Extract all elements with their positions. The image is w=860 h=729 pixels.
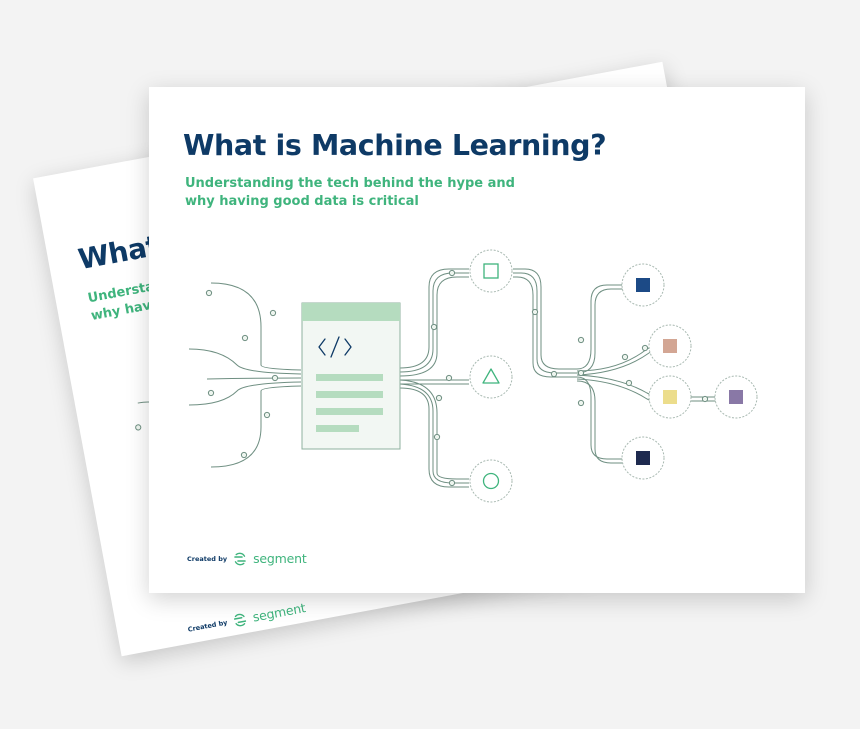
data-point-dot bbox=[445, 374, 453, 382]
data-point-dot bbox=[621, 353, 629, 361]
page-subtitle: Understanding the tech behind the hype a… bbox=[185, 175, 515, 211]
data-point-dot bbox=[263, 411, 271, 419]
navy-square-icon bbox=[636, 278, 650, 292]
connector-line bbox=[576, 376, 623, 460]
connector-line bbox=[399, 268, 469, 369]
data-point-dot bbox=[531, 308, 539, 316]
connector-line bbox=[576, 348, 656, 376]
ml-pipeline-diagram bbox=[188, 249, 758, 503]
code-box bbox=[301, 302, 401, 450]
input-line bbox=[210, 385, 302, 468]
data-point-dot bbox=[448, 479, 456, 487]
rose-square-icon bbox=[663, 339, 677, 353]
back-page-dot bbox=[135, 424, 142, 431]
data-point-dot bbox=[241, 334, 249, 342]
code-brackets-icon bbox=[318, 336, 352, 358]
code-box-header bbox=[302, 303, 400, 321]
brand-name: segment bbox=[253, 551, 307, 566]
connector-line bbox=[576, 378, 656, 404]
circle-node bbox=[469, 459, 513, 503]
code-line-bar bbox=[316, 374, 383, 381]
connector-line bbox=[513, 268, 577, 370]
code-line-bar bbox=[316, 391, 383, 398]
credit-line: Created by segment bbox=[187, 551, 307, 566]
credit-label: Created by bbox=[187, 554, 228, 563]
data-point-dot bbox=[430, 323, 438, 331]
input-line bbox=[188, 381, 302, 406]
data-point-dot bbox=[550, 370, 558, 378]
data-point-dot bbox=[701, 395, 709, 403]
connector-line bbox=[576, 284, 623, 370]
triangle-shape-icon bbox=[482, 368, 500, 384]
triangle-node bbox=[469, 355, 513, 399]
data-point-dot bbox=[577, 369, 585, 377]
data-point-dot bbox=[207, 389, 215, 397]
data-point-dot bbox=[448, 269, 456, 277]
connector-line bbox=[513, 272, 577, 374]
dark-square-icon bbox=[636, 451, 650, 465]
data-point-dot bbox=[269, 309, 277, 317]
segment-logo-icon bbox=[233, 613, 247, 626]
connector-line bbox=[576, 374, 656, 398]
connector-line bbox=[399, 383, 469, 484]
back-page-credit: Created by segment bbox=[186, 600, 307, 637]
page-subtitle-line2: why having good data is critical bbox=[185, 193, 419, 209]
input-line bbox=[210, 282, 302, 371]
code-line-bar bbox=[316, 425, 359, 432]
connector-line bbox=[399, 272, 469, 373]
purple-square-icon bbox=[729, 390, 743, 404]
square-node bbox=[469, 249, 513, 293]
data-point-dot bbox=[641, 344, 649, 352]
data-point-dot bbox=[240, 451, 248, 459]
connector-line bbox=[513, 276, 577, 378]
data-point-dot bbox=[625, 379, 633, 387]
code-line-bar bbox=[316, 408, 383, 415]
input-line bbox=[188, 348, 302, 375]
data-point-dot bbox=[205, 289, 213, 297]
page-subtitle-line1: Understanding the tech behind the hype a… bbox=[185, 176, 515, 191]
data-point-dot bbox=[577, 399, 585, 407]
connector-line bbox=[399, 276, 469, 377]
data-point-dot bbox=[433, 433, 441, 441]
data-point-dot bbox=[577, 336, 585, 344]
yellow-square-icon bbox=[663, 390, 677, 404]
segment-logo-icon bbox=[234, 552, 246, 565]
connector-line bbox=[576, 288, 623, 374]
connector-line bbox=[399, 379, 469, 480]
connector-line bbox=[576, 380, 623, 464]
circle-shape-icon bbox=[482, 472, 500, 490]
input-line bbox=[206, 377, 302, 380]
connector-line bbox=[399, 387, 469, 488]
square-shape-icon bbox=[483, 263, 499, 279]
front-page-sheet: What is Machine Learning? Understanding … bbox=[149, 87, 805, 593]
page-title: What is Machine Learning? bbox=[183, 129, 607, 162]
data-point-dot bbox=[435, 394, 443, 402]
data-point-dot bbox=[271, 374, 279, 382]
